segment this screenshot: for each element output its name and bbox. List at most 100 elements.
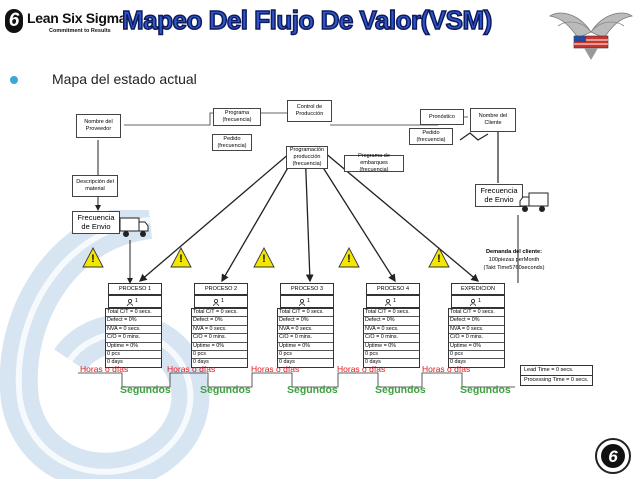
timeline-horas-label: Horas o días (167, 364, 216, 374)
data-row: Uptime = 0% (449, 343, 504, 351)
process-data-box: Total C/T = 0 secs.Defect = 0%NVA = 0 se… (105, 308, 162, 368)
data-row: Defect = 0% (192, 317, 247, 326)
data-row: C/O = 0 mins. (449, 334, 504, 343)
process-data-box: Total C/T = 0 secs.Defect = 0%NVA = 0 se… (277, 308, 334, 368)
process-operator-area: 1 (366, 295, 420, 308)
data-row: NVA = 0 secs. (106, 326, 161, 335)
page-title: Mapeo Del Flujo De Valor(VSM) (121, 4, 493, 36)
data-row: C/O = 0 mins. (278, 334, 333, 343)
process-operator-area: 1 (194, 295, 248, 308)
inventory-warning-icon: ! (428, 247, 450, 269)
data-row: Total C/T = 0 secs. (106, 309, 161, 318)
process-operator-area: 1 (451, 295, 505, 308)
inventory-warning-icon: ! (170, 247, 192, 269)
pedido-right-box: Pedido (frecuencia) (409, 128, 453, 145)
timeline-segundos-label: Segundos (120, 384, 171, 396)
process-title: EXPEDICION (451, 283, 505, 295)
warning-mark: ! (91, 253, 95, 265)
data-row: Total C/T = 0 secs. (449, 309, 504, 318)
data-row: Defect = 0% (278, 317, 333, 326)
operator-count: 1 (135, 298, 139, 304)
operator-count: 1 (393, 298, 397, 304)
demand-title: Demanda del cliente: (486, 249, 542, 255)
truck-left-icon (119, 217, 149, 237)
prog-produccion-box: Programación producción (frecuencia) (286, 146, 328, 169)
process-title: PROCESO 3 (280, 283, 334, 295)
operator-icon (299, 298, 305, 308)
process-data-box: Total C/T = 0 secs.Defect = 0%NVA = 0 se… (191, 308, 248, 368)
processing-time-box: Processing Time = 0 secs. (520, 375, 593, 386)
logo-badge: 6 (5, 9, 23, 33)
data-row: NVA = 0 secs. (278, 326, 333, 335)
inventory-warning-icon: ! (338, 247, 360, 269)
operator-icon (470, 298, 476, 308)
process-title: PROCESO 4 (366, 283, 420, 295)
operator-icon (127, 298, 133, 308)
data-row: Defect = 0% (449, 317, 504, 326)
logo-text: Lean Six Sigma (27, 10, 127, 26)
data-row: 0 days (450, 359, 466, 366)
process-data-box: Total C/T = 0 secs.Defect = 0%NVA = 0 se… (363, 308, 420, 368)
svg-text:6: 6 (608, 447, 618, 466)
timeline-segundos-label: Segundos (287, 384, 338, 396)
operator-count: 1 (478, 298, 482, 304)
data-row: NVA = 0 secs. (364, 326, 419, 335)
inventory-warning-icon: ! (253, 247, 275, 269)
data-row: C/O = 0 mins. (364, 334, 419, 343)
data-row: NVA = 0 secs. (449, 326, 504, 335)
customer-demand: Demanda del cliente: 100piezas perMonth … (476, 248, 552, 272)
process-title: PROCESO 1 (108, 283, 162, 295)
warning-mark: ! (347, 253, 351, 265)
inventory-warning-icon: ! (82, 247, 104, 269)
process-operator-area: 1 (108, 295, 162, 308)
timeline-segundos-label: Segundos (375, 384, 426, 396)
control-produccion-box: Control de Producción (287, 100, 332, 122)
logo-tagline: Commitment to Results (49, 28, 111, 34)
data-row: NVA = 0 secs. (192, 326, 247, 335)
timeline-horas-label: Horas o días (80, 364, 129, 374)
demand-line-2: (Takt Time5760seconds) (483, 265, 545, 272)
bullet-text: Mapa del estado actual (52, 71, 197, 87)
freq-right-box: Frecuencia de Envio (475, 184, 523, 207)
data-row: 0 pcs (449, 351, 504, 360)
six-sigma-seal-icon: 6 (595, 438, 631, 474)
warning-mark: ! (179, 253, 183, 265)
demand-line-1: 100piezas perMonth (488, 257, 540, 264)
warning-mark: ! (262, 253, 266, 265)
supplier-box: Nombre del Proveedor (76, 114, 121, 138)
warning-mark: ! (437, 253, 441, 265)
timeline-horas-label: Horas o días (251, 364, 300, 374)
process-title: PROCESO 2 (194, 283, 248, 295)
data-row: 0 days (279, 359, 295, 366)
data-row: Uptime = 0% (364, 343, 419, 351)
eagle-emblem-icon (549, 12, 633, 60)
truck-right-icon (519, 192, 549, 212)
data-row: Uptime = 0% (192, 343, 247, 351)
data-row: Total C/T = 0 secs. (192, 309, 247, 318)
timeline-segundos-label: Segundos (200, 384, 251, 396)
customer-box: Nombre del Cliente (470, 108, 516, 132)
pronostico-box: Pronóstico (420, 109, 464, 125)
data-row: 0 days (365, 359, 381, 366)
data-row: Total C/T = 0 secs. (278, 309, 333, 318)
data-row: Uptime = 0% (106, 343, 161, 351)
data-row: Defect = 0% (106, 317, 161, 326)
operator-count: 1 (307, 298, 311, 304)
operator-count: 1 (221, 298, 225, 304)
data-row: C/O = 0 mins. (106, 334, 161, 343)
data-row: 0 days (107, 359, 123, 366)
programa-box: Programa (frecuencia) (213, 108, 261, 126)
data-row: 0 days (193, 359, 209, 366)
data-row: 0 pcs (106, 351, 161, 360)
timeline-horas-label: Horas o días (337, 364, 386, 374)
data-row: Uptime = 0% (278, 343, 333, 351)
freq-left-box: Frecuencia de Envio (72, 211, 120, 234)
process-operator-area: 1 (280, 295, 334, 308)
data-row: C/O = 0 mins. (192, 334, 247, 343)
data-row: Defect = 0% (364, 317, 419, 326)
timeline-horas-label: Horas o días (422, 364, 471, 374)
pedido-left-box: Pedido (frecuencia) (212, 134, 252, 151)
data-row: 0 pcs (192, 351, 247, 360)
material-box: Descripción del material (72, 175, 118, 197)
